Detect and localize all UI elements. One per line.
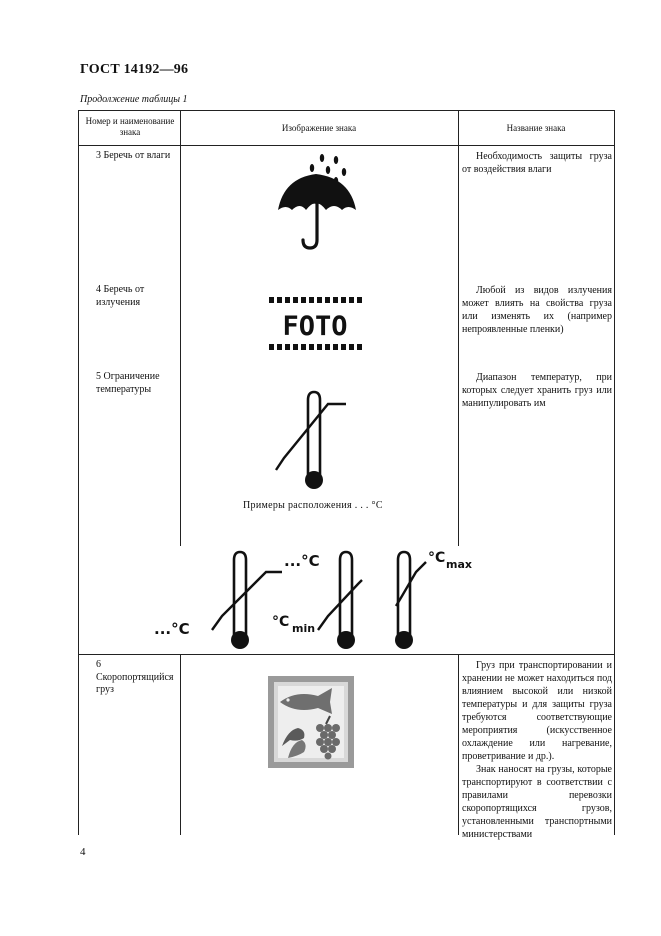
example-thermometer-3	[394, 550, 427, 649]
table-right-border	[614, 110, 615, 835]
umbrella-rain-icon	[278, 154, 356, 250]
row-description-5: Диапазон температур, при которых следует…	[462, 372, 612, 409]
row-6-border	[78, 654, 614, 655]
header-image: Изображение знака	[281, 123, 357, 133]
standard-title: ГОСТ 14192—96	[80, 62, 189, 77]
example-label-max: max	[446, 558, 472, 571]
example-label-min: min	[292, 622, 315, 635]
col2-divider	[458, 110, 459, 546]
row-label-3: 3 Беречь от влаги	[96, 150, 171, 161]
table-continuation-label: Продолжение таблицы 1	[80, 94, 188, 105]
foto-text: FOTO	[282, 311, 347, 342]
temperature-examples: ...°C ...°C °C min °C max	[154, 550, 472, 649]
example-thermometer-2	[317, 550, 363, 649]
row-label-6: 6 Скоропортящийся груз	[96, 659, 174, 695]
row-description-4: Любой из видов излучения может влиять на…	[462, 285, 612, 335]
row-description-6: Груз при транспортировании и хранении не…	[462, 660, 612, 840]
row-label-4: 4 Беречь от излучения	[96, 284, 145, 308]
example-label-c-max: °C	[428, 550, 445, 566]
row-description-3: Необходимость защиты груза от воздействи…	[462, 151, 612, 175]
thermometer-icon	[275, 390, 346, 489]
table-header-border	[78, 145, 614, 146]
example-thermometer-1	[211, 550, 282, 649]
table-left-border	[78, 110, 79, 835]
example-label-low: ...°C	[154, 620, 190, 638]
perishable-food-icon	[268, 676, 354, 768]
row-label-5: 5 Ограничение температуры	[96, 371, 160, 395]
page-number: 4	[80, 846, 86, 858]
col1-divider-lower	[180, 654, 181, 835]
col1-divider	[180, 110, 181, 546]
col2-divider-lower	[458, 654, 459, 835]
example-label-high: ...°C	[284, 552, 320, 570]
table-top-border	[78, 110, 614, 111]
foto-icon: FOTO	[269, 297, 362, 350]
header-name: Название знака	[506, 123, 566, 133]
examples-label: Примеры расположения . . . °С	[243, 500, 383, 511]
example-label-c-min: °C	[272, 614, 289, 630]
header-number-name: Номер и наименование знака	[85, 116, 175, 137]
